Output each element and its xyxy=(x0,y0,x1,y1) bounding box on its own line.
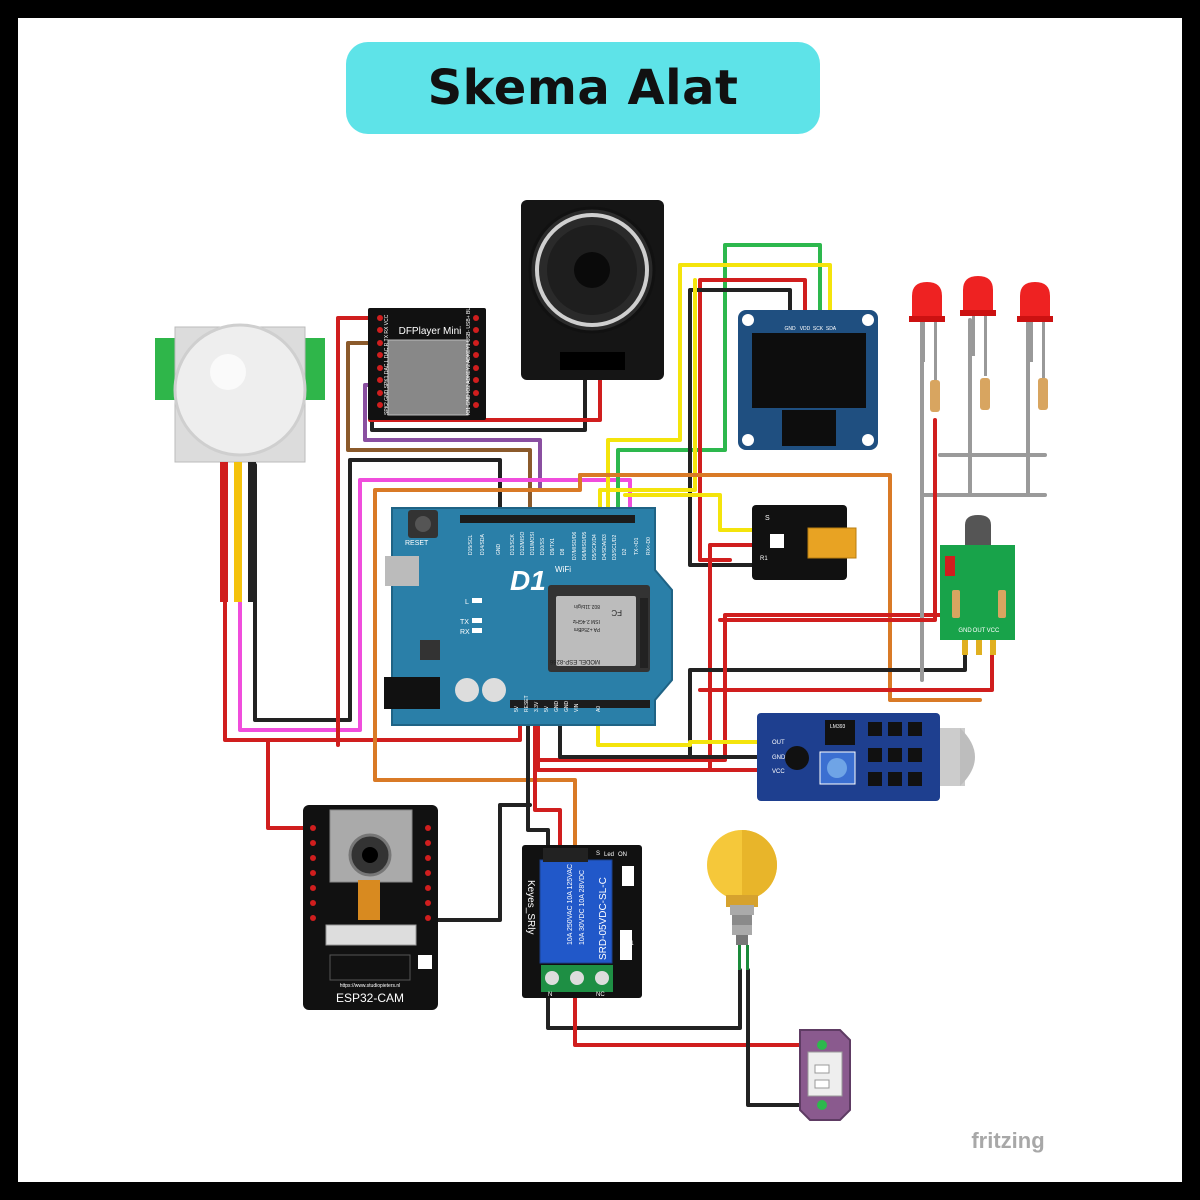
title-banner: Skema Alat xyxy=(346,42,820,134)
diagram-canvas xyxy=(18,18,1182,1182)
page-title: Skema Alat xyxy=(427,60,739,116)
